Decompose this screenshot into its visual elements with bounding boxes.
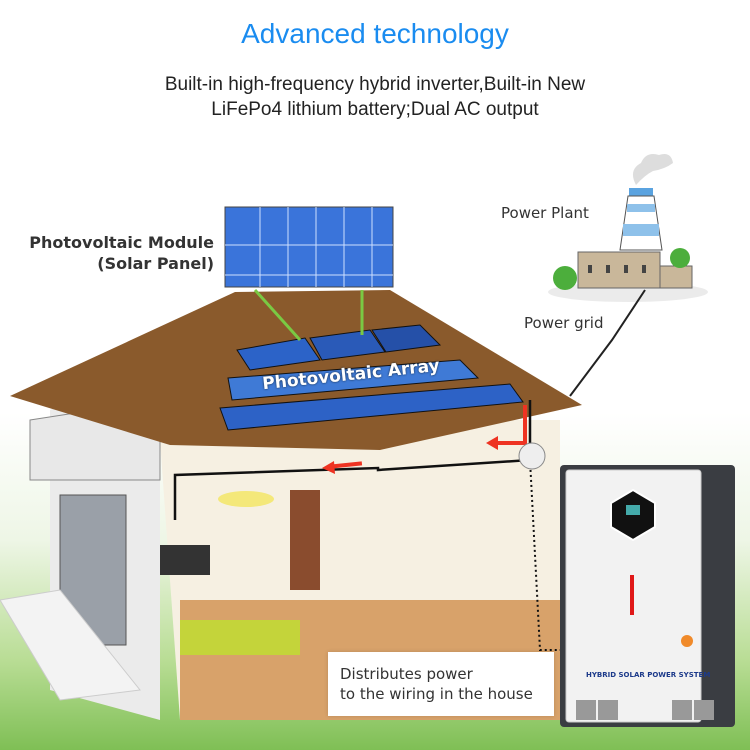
pv-module-label: Photovoltaic Module (Solar Panel) — [14, 232, 214, 274]
power-plant-label: Power Plant — [501, 204, 589, 222]
callout-line-1: Distributes power — [340, 665, 473, 683]
page-subtitle: Built-in high-frequency hybrid inverter,… — [0, 72, 750, 122]
photovoltaic-array — [219, 324, 524, 431]
page-title: Advanced technology — [241, 18, 509, 49]
inverter-brand-label: HYBRID SOLAR POWER SYSTEM — [586, 671, 711, 679]
distribution-callout: Distributes power to the wiring in the h… — [328, 652, 554, 716]
hybrid-inverter-product — [560, 465, 735, 727]
subtitle-line-2: LiFePo4 lithium battery;Dual AC output — [211, 99, 539, 120]
power-plant-icon — [548, 154, 708, 302]
solar-panel-icon — [224, 206, 394, 288]
pv-module-label-line-1: Photovoltaic Module — [29, 233, 214, 252]
subtitle-line-1: Built-in high-frequency hybrid inverter,… — [164, 74, 586, 95]
power-grid-label: Power grid — [524, 314, 604, 332]
grid-wire — [569, 289, 646, 397]
flow-arrow-icon — [322, 405, 527, 474]
callout-line-2: to the wiring in the house — [340, 685, 533, 703]
meter-icon — [518, 442, 546, 470]
pv-module-label-line-2: (Solar Panel) — [97, 254, 214, 273]
